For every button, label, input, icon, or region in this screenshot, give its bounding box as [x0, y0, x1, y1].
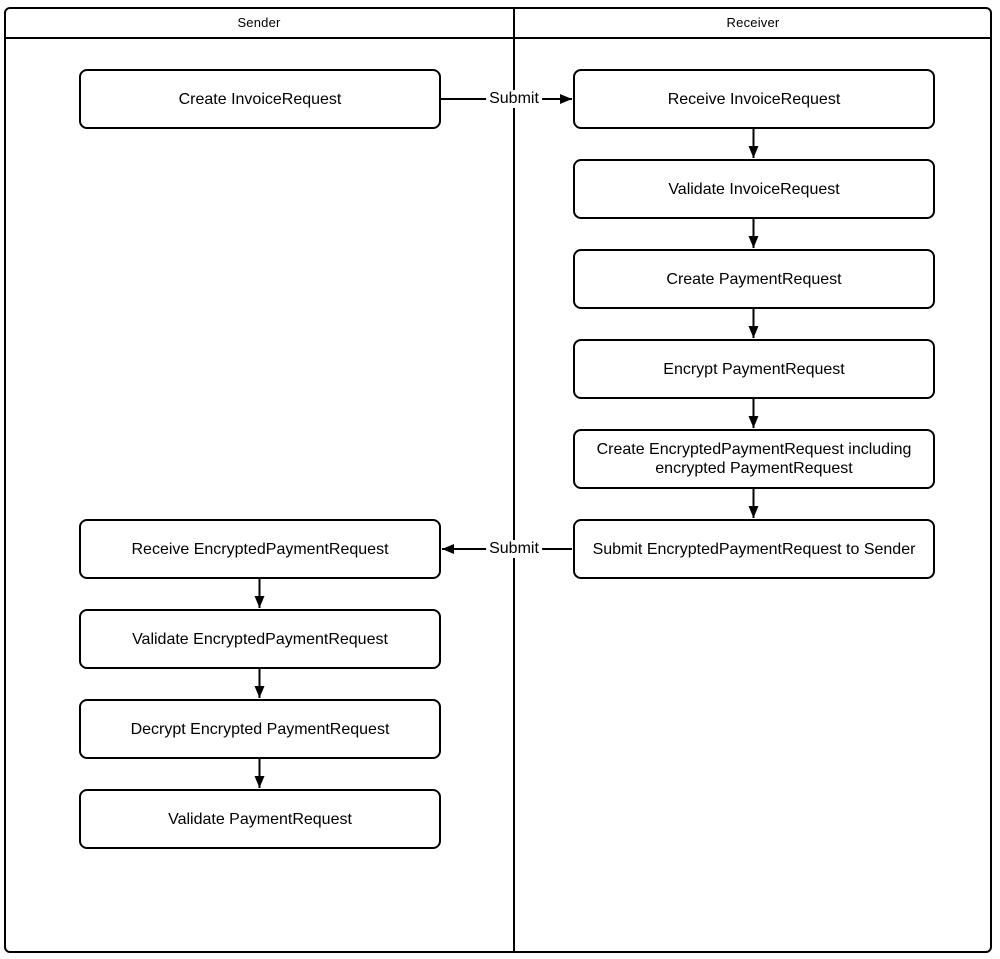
node-create-encrypted-payment-request: Create EncryptedPaymentRequest including… [573, 429, 935, 489]
node-decrypt-encrypted-payment-request: Decrypt Encrypted PaymentRequest [79, 699, 441, 759]
pool-frame [4, 7, 992, 953]
node-label: Validate PaymentRequest [168, 810, 352, 828]
node-label: Receive InvoiceRequest [667, 90, 841, 108]
node-encrypt-payment-request: Encrypt PaymentRequest [573, 339, 935, 399]
node-create-invoice-request: Create InvoiceRequest [79, 69, 441, 129]
connector-label-submit-invoice: Submit [486, 90, 542, 108]
node-label: Submit EncryptedPaymentRequest to Sender [592, 540, 916, 558]
lane-header-sender: Sender [4, 7, 514, 37]
node-label: Create InvoiceRequest [178, 90, 342, 108]
node-label: Create PaymentRequest [666, 270, 842, 288]
lane-header-receiver: Receiver [514, 7, 992, 37]
node-receive-encrypted-payment-request: Receive EncryptedPaymentRequest [79, 519, 441, 579]
lane-title-receiver: Receiver [726, 14, 780, 30]
connector-label-submit-encrypted: Submit [486, 540, 542, 558]
node-validate-payment-request: Validate PaymentRequest [79, 789, 441, 849]
lane-divider [513, 7, 515, 953]
node-receive-invoice-request: Receive InvoiceRequest [573, 69, 935, 129]
lane-header-row: Sender Receiver [4, 7, 992, 39]
lane-title-sender: Sender [237, 14, 281, 30]
node-label: Receive EncryptedPaymentRequest [131, 540, 389, 558]
node-submit-encrypted-payment-request: Submit EncryptedPaymentRequest to Sender [573, 519, 935, 579]
node-validate-invoice-request: Validate InvoiceRequest [573, 159, 935, 219]
node-label: Validate EncryptedPaymentRequest [132, 630, 388, 648]
node-label: Encrypt PaymentRequest [663, 360, 845, 378]
node-create-payment-request: Create PaymentRequest [573, 249, 935, 309]
node-label: Decrypt Encrypted PaymentRequest [130, 720, 390, 738]
node-validate-encrypted-payment-request: Validate EncryptedPaymentRequest [79, 609, 441, 669]
node-label: Create EncryptedPaymentRequest including… [596, 441, 912, 477]
node-label: Validate InvoiceRequest [668, 180, 840, 198]
